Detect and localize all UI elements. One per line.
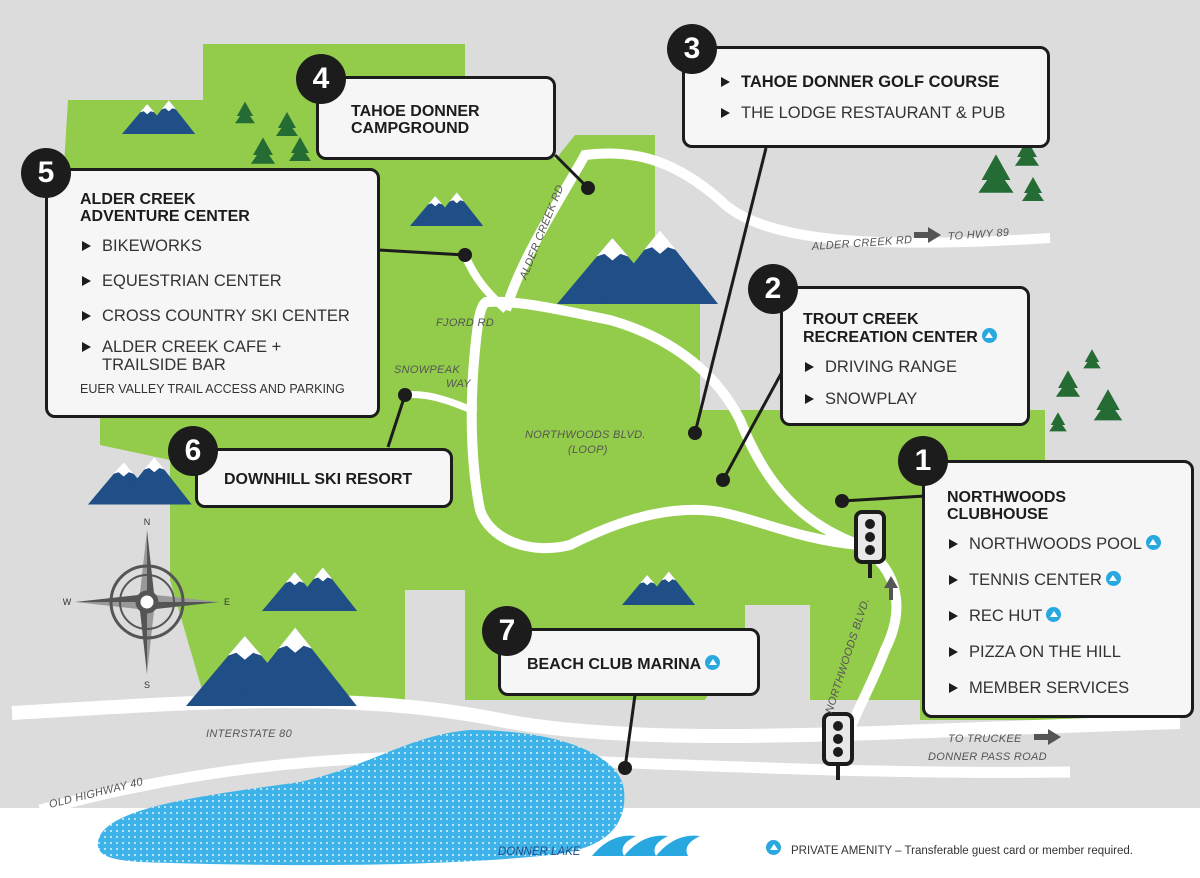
callout-alder-creek-adventure-center[interactable]: ALDER CREEK ADVENTURE CENTER BIKEWORKS E… xyxy=(45,168,380,418)
private-amenity-icon xyxy=(1046,607,1062,622)
callout-title: ALDER CREEK ADVENTURE CENTER xyxy=(80,191,250,225)
list-item[interactable]: EQUESTRIAN CENTER xyxy=(80,272,363,291)
road-label-way: WAY xyxy=(446,378,471,390)
compass-east: E xyxy=(224,597,230,607)
fjord-road xyxy=(461,253,509,313)
private-amenity-icon xyxy=(705,655,721,670)
location-badge: 6 xyxy=(168,426,218,476)
list-item[interactable]: TENNIS CENTER xyxy=(947,571,1183,590)
list-item[interactable]: DRIVING RANGE xyxy=(803,358,1017,377)
list-item[interactable]: NORTHWOODS POOL xyxy=(947,535,1183,554)
private-amenity-icon xyxy=(981,328,997,343)
road-label-snowpeak: SNOWPEAK xyxy=(394,364,460,376)
private-amenity-icon xyxy=(1145,535,1161,550)
road-label-to-hwy-89: TO HWY 89 xyxy=(947,227,1009,243)
callout-title-text: TROUT CREEK RECREATION CENTER xyxy=(803,311,978,346)
location-dot-4 xyxy=(581,181,595,195)
arrow-right-icon xyxy=(1034,729,1061,745)
compass-south: S xyxy=(144,680,150,690)
list-item[interactable]: THE LODGE RESTAURANT & PUB xyxy=(719,104,1035,123)
road-label-donner-pass-road: DONNER PASS ROAD xyxy=(928,751,1047,763)
list-item-label: TENNIS CENTER xyxy=(969,571,1102,589)
list-item[interactable]: REC HUT xyxy=(947,607,1183,626)
traffic-light-icon xyxy=(822,712,854,780)
road-label-fjord-rd: FJORD RD xyxy=(436,317,494,329)
leader-lines xyxy=(377,147,926,769)
location-badge: 5 xyxy=(21,148,71,198)
donner-lake xyxy=(97,730,625,866)
list-item[interactable]: SNOWPLAY xyxy=(803,390,1017,409)
trail-access-note: EUER VALLEY TRAIL ACCESS AND PARKING xyxy=(80,382,345,396)
compass-west: W xyxy=(63,597,72,607)
list-item-label: REC HUT xyxy=(969,607,1043,625)
amenity-list: BIKEWORKS EQUESTRIAN CENTER CROSS COUNTR… xyxy=(80,237,363,374)
legend: PRIVATE AMENITY – Transferable guest car… xyxy=(766,840,1133,857)
callout-title: TAHOE DONNER CAMPGROUND xyxy=(351,103,480,137)
lake-label: DONNER LAKE xyxy=(498,846,581,858)
legend-text: PRIVATE AMENITY – Transferable guest car… xyxy=(791,845,1133,857)
private-amenity-icon xyxy=(766,840,781,855)
compass-north: N xyxy=(144,517,151,527)
list-item[interactable]: BIKEWORKS xyxy=(80,237,363,256)
callout-trout-creek-recreation-center[interactable]: TROUT CREEK RECREATION CENTER DRIVING RA… xyxy=(780,286,1030,426)
location-badge: 3 xyxy=(667,24,717,74)
callout-tahoe-donner-campground[interactable]: TAHOE DONNER CAMPGROUND xyxy=(316,76,556,160)
amenity-list: NORTHWOODS POOL TENNIS CENTER REC HUT PI… xyxy=(947,535,1183,698)
callout-title: BEACH CLUB MARINA xyxy=(527,655,747,673)
traffic-light-icon xyxy=(854,510,886,578)
list-item[interactable]: PIZZA ON THE HILL xyxy=(947,643,1183,662)
list-item[interactable]: CROSS COUNTRY SKI CENTER xyxy=(80,307,363,326)
wave-icon xyxy=(592,835,700,856)
northwoods-loop-road xyxy=(466,296,862,554)
list-item[interactable]: MEMBER SERVICES xyxy=(947,679,1183,698)
location-dot-6 xyxy=(398,388,412,402)
location-dot-1 xyxy=(835,494,849,508)
callout-title: TROUT CREEK RECREATION CENTER xyxy=(803,311,1017,346)
location-dot-3 xyxy=(688,426,702,440)
list-item[interactable]: TAHOE DONNER GOLF COURSE xyxy=(719,73,1035,92)
amenity-list: DRIVING RANGE SNOWPLAY xyxy=(803,358,1017,409)
location-badge: 7 xyxy=(482,606,532,656)
location-badge: 2 xyxy=(748,264,798,314)
arrow-right-icon xyxy=(914,227,941,243)
location-dot-5 xyxy=(458,248,472,262)
private-amenity-icon xyxy=(1105,571,1121,586)
callout-title: DOWNHILL SKI RESORT xyxy=(224,471,413,488)
list-item-label: NORTHWOODS POOL xyxy=(969,535,1142,553)
alder-creek-road xyxy=(501,148,1051,312)
callout-northwoods-clubhouse[interactable]: NORTHWOODS CLUBHOUSE NORTHWOODS POOL TEN… xyxy=(922,460,1194,718)
location-badge: 4 xyxy=(296,54,346,104)
location-dots xyxy=(398,181,849,775)
location-dot-2 xyxy=(716,473,730,487)
amenity-list: TAHOE DONNER GOLF COURSE THE LODGE RESTA… xyxy=(719,73,1035,123)
location-badge: 1 xyxy=(898,436,948,486)
road-label-northwoods-loop: NORTHWOODS BLVD. xyxy=(525,429,646,441)
location-dot-7 xyxy=(618,761,632,775)
callout-downhill-ski-resort[interactable]: DOWNHILL SKI RESORT xyxy=(195,448,453,508)
callout-title-text: BEACH CLUB MARINA xyxy=(527,656,702,673)
compass-icon: N S E W xyxy=(63,517,230,690)
snowpeak-way-road xyxy=(404,391,478,416)
callout-beach-club-marina[interactable]: BEACH CLUB MARINA xyxy=(498,628,760,696)
road-label-loop: (LOOP) xyxy=(568,444,608,456)
list-item[interactable]: ALDER CREEK CAFE + TRAILSIDE BAR xyxy=(80,338,302,374)
arrow-up-icon xyxy=(884,576,898,600)
road-label-to-truckee: TO TRUCKEE xyxy=(948,733,1022,745)
callout-title: NORTHWOODS CLUBHOUSE xyxy=(947,489,1067,523)
road-label-interstate-80: INTERSTATE 80 xyxy=(206,728,293,740)
callout-golf-course[interactable]: TAHOE DONNER GOLF COURSE THE LODGE RESTA… xyxy=(682,46,1050,148)
